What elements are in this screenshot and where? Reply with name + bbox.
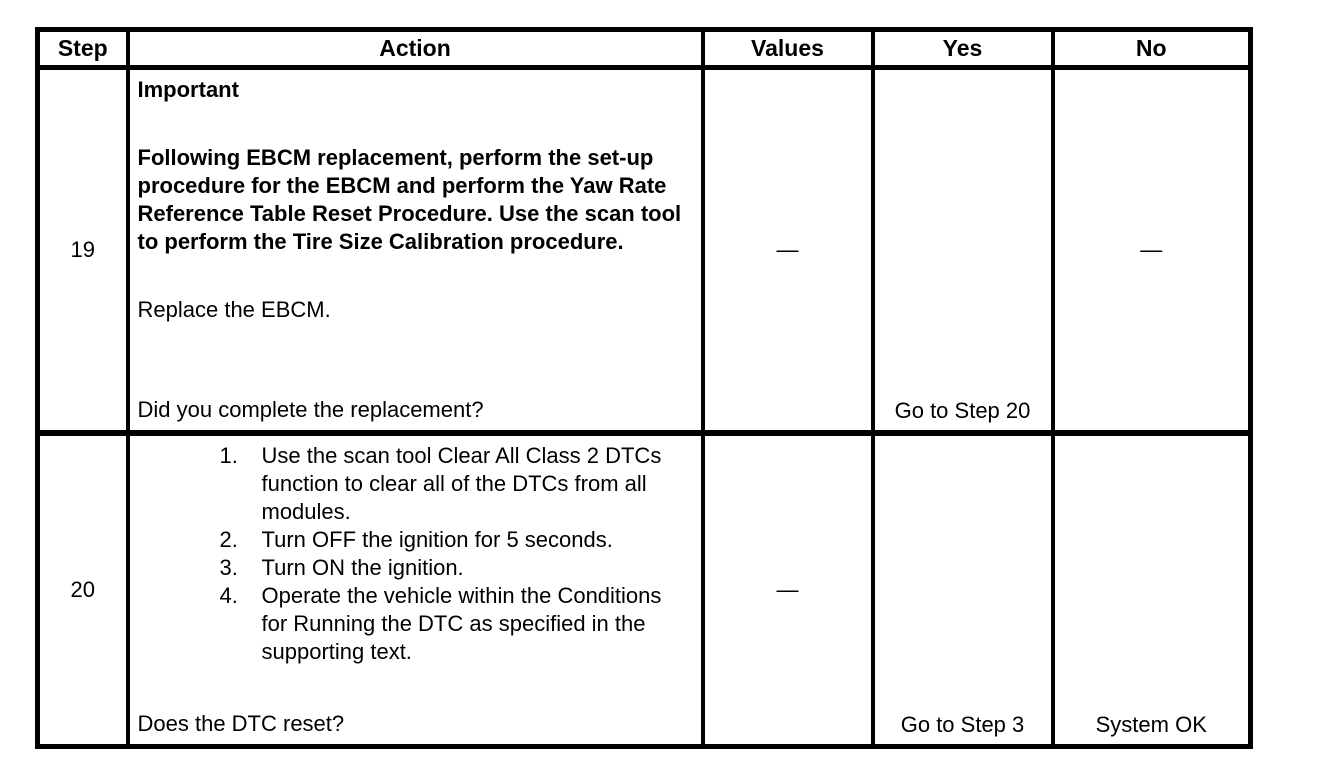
- values-cell-19: —: [700, 65, 875, 436]
- numbered-instruction-list: 1. Use the scan tool Clear All Class 2 D…: [138, 442, 693, 666]
- instruction-text: Replace the EBCM.: [137, 297, 331, 322]
- list-item-number: 1.: [219, 443, 238, 468]
- values-cell-20: —: [700, 431, 875, 749]
- no-dash-19: —: [1140, 237, 1163, 262]
- column-header-action: Action: [125, 27, 705, 70]
- important-heading: Important: [137, 77, 239, 102]
- list-item-text: Operate the vehicle within the Condition…: [261, 583, 662, 664]
- list-item: 4. Operate the vehicle within the Condit…: [220, 582, 693, 666]
- yes-answer-20: Go to Step 3: [900, 712, 1025, 737]
- action-cell-20: 1. Use the scan tool Clear All Class 2 D…: [125, 431, 705, 749]
- yes-cell-20: Go to Step 3: [870, 431, 1055, 749]
- list-item-text: Use the scan tool Clear All Class 2 DTCs…: [261, 443, 662, 524]
- step-number-20: 20: [35, 431, 130, 749]
- no-cell-19: —: [1050, 65, 1253, 436]
- list-item-text: Turn ON the ignition.: [261, 555, 464, 580]
- list-item-number: 4.: [219, 583, 238, 608]
- important-text: Following EBCM replacement, perform the …: [137, 145, 682, 254]
- step-number-19: 19: [35, 65, 130, 436]
- list-item: 1. Use the scan tool Clear All Class 2 D…: [220, 442, 693, 526]
- no-answer-20: System OK: [1095, 712, 1207, 737]
- yes-cell-19: Go to Step 20: [870, 65, 1055, 436]
- column-header-yes: Yes: [870, 27, 1055, 70]
- table-row-step-20: 20 1. Use the scan tool Clear All Class …: [35, 431, 1253, 749]
- list-item: 2. Turn OFF the ignition for 5 seconds.: [220, 526, 693, 554]
- values-dash-19: —: [776, 237, 799, 262]
- yes-answer-19: Go to Step 20: [894, 398, 1031, 423]
- step-20-question: Does the DTC reset?: [137, 711, 345, 736]
- diagnostic-table: Step Action Values Yes No 19 Important F…: [35, 27, 1253, 749]
- no-cell-20: System OK: [1050, 431, 1253, 749]
- list-item-text: Turn OFF the ignition for 5 seconds.: [261, 527, 613, 552]
- column-header-no: No: [1050, 27, 1253, 70]
- step-19-question: Did you complete the replacement?: [137, 397, 484, 422]
- values-dash-20: —: [776, 577, 799, 602]
- table-row-step-19: 19 Important Following EBCM replacement,…: [35, 65, 1253, 436]
- list-item-number: 3.: [219, 555, 238, 580]
- action-cell-19: Important Following EBCM replacement, pe…: [125, 65, 705, 436]
- list-item-number: 2.: [219, 527, 238, 552]
- column-header-values: Values: [700, 27, 875, 70]
- column-header-step: Step: [35, 27, 130, 70]
- list-item: 3. Turn ON the ignition.: [220, 554, 693, 582]
- table-header-row: Step Action Values Yes No: [35, 27, 1253, 70]
